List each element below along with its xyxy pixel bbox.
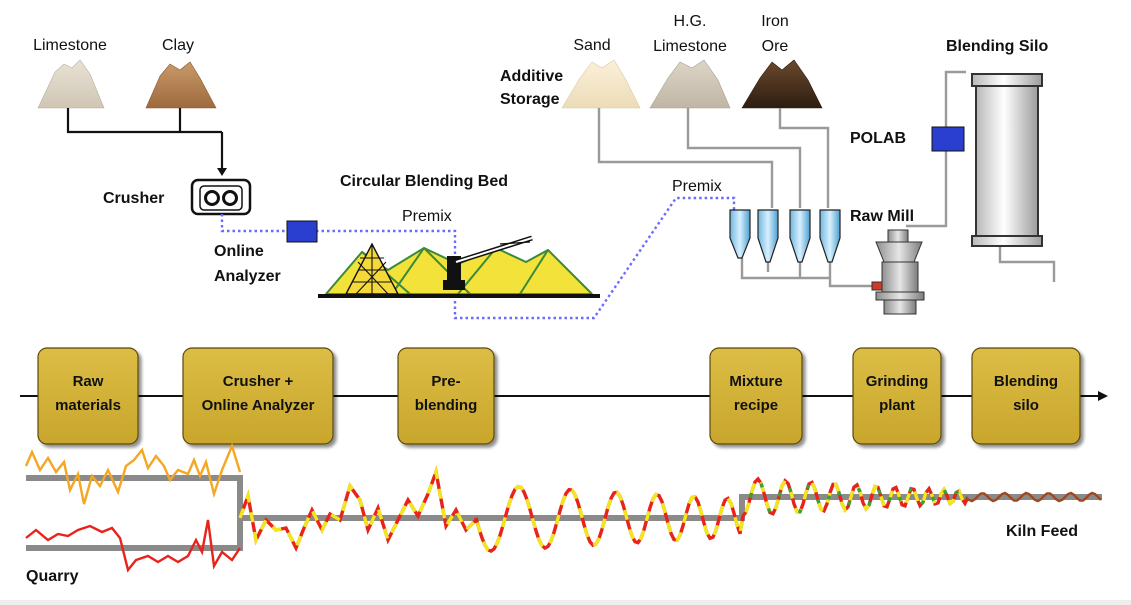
hg-limestone-pile bbox=[649, 59, 731, 109]
variability-curves bbox=[24, 442, 1102, 573]
stage-label-line1: Pre- bbox=[431, 373, 460, 390]
iron-ore-label-line2: Ore bbox=[762, 38, 789, 55]
premix-right-label: Premix bbox=[672, 178, 722, 195]
stage-label-line1: Raw bbox=[73, 373, 104, 390]
stage-box: Crusher + Online Analyzer bbox=[182, 347, 334, 445]
premix-left-label: Premix bbox=[402, 208, 452, 225]
quarry-label: Quarry bbox=[26, 568, 79, 585]
iron-ore-label-line1: Iron bbox=[761, 13, 789, 30]
stage-box: Pre-blending bbox=[397, 347, 495, 445]
quarry-to-crusher-lines bbox=[66, 108, 224, 170]
stage-box: Raw materials bbox=[37, 347, 139, 445]
stage-box: Mixture recipe bbox=[709, 347, 803, 445]
stage-boxes: Raw materials Crusher + Online Analyzer Pre-… bbox=[37, 347, 1081, 445]
material-flow-dotted-path bbox=[220, 196, 736, 320]
clay-pile bbox=[145, 61, 217, 109]
bottom-strip bbox=[0, 600, 1131, 605]
blending-bed-icon bbox=[318, 235, 600, 298]
hg-limestone-label-line1: H.G. bbox=[674, 13, 707, 30]
additive-storage-label-line1: Additive bbox=[500, 68, 563, 85]
online-analyzer-label-line1: Online bbox=[214, 243, 264, 260]
sand-pile bbox=[561, 59, 641, 109]
additive-storage-label-line2: Storage bbox=[500, 91, 560, 108]
stage-label-line2: Online Analyzer bbox=[202, 397, 315, 414]
kiln-feed-label: Kiln Feed bbox=[1006, 523, 1078, 540]
sand-label: Sand bbox=[573, 37, 610, 54]
crusher-icon bbox=[190, 178, 252, 216]
circular-blending-bed-label: Circular Blending Bed bbox=[340, 173, 508, 190]
stage-box: Blending silo bbox=[971, 347, 1081, 445]
hg-limestone-label-line2: Limestone bbox=[653, 38, 727, 55]
clay-label: Clay bbox=[162, 37, 194, 54]
stage-label-line1: Crusher + bbox=[223, 373, 294, 390]
stage-label-line1: Mixture bbox=[729, 373, 782, 390]
polab-icon bbox=[931, 126, 965, 152]
raw-mill-label: Raw Mill bbox=[850, 208, 914, 225]
stage-label-line2: blending bbox=[415, 397, 478, 414]
crusher-arrow-icon bbox=[217, 168, 227, 176]
limestone-label: Limestone bbox=[33, 37, 107, 54]
stage-label-line2: plant bbox=[879, 397, 915, 414]
stage-label-line1: Grinding bbox=[866, 373, 929, 390]
online-analyzer-icon bbox=[286, 220, 318, 243]
stage-label-line2: silo bbox=[1013, 397, 1039, 414]
blending-silo-label: Blending Silo bbox=[946, 38, 1048, 55]
iron-ore-pile bbox=[741, 59, 823, 109]
online-analyzer-label-line2: Analyzer bbox=[214, 268, 281, 285]
stage-label-line2: materials bbox=[55, 397, 121, 414]
stage-box: Grinding plant bbox=[852, 347, 942, 445]
crusher-label: Crusher bbox=[103, 190, 164, 207]
blending-silo-icon bbox=[971, 73, 1043, 247]
stage-label-line2: recipe bbox=[734, 397, 778, 414]
limestone-pile bbox=[37, 59, 105, 109]
feed-hoppers-icon bbox=[729, 209, 841, 263]
stage-label-line1: Blending bbox=[994, 373, 1058, 390]
raw-mill-icon bbox=[871, 229, 925, 315]
process-arrow-icon bbox=[1098, 391, 1108, 401]
polab-label: POLAB bbox=[850, 130, 906, 147]
